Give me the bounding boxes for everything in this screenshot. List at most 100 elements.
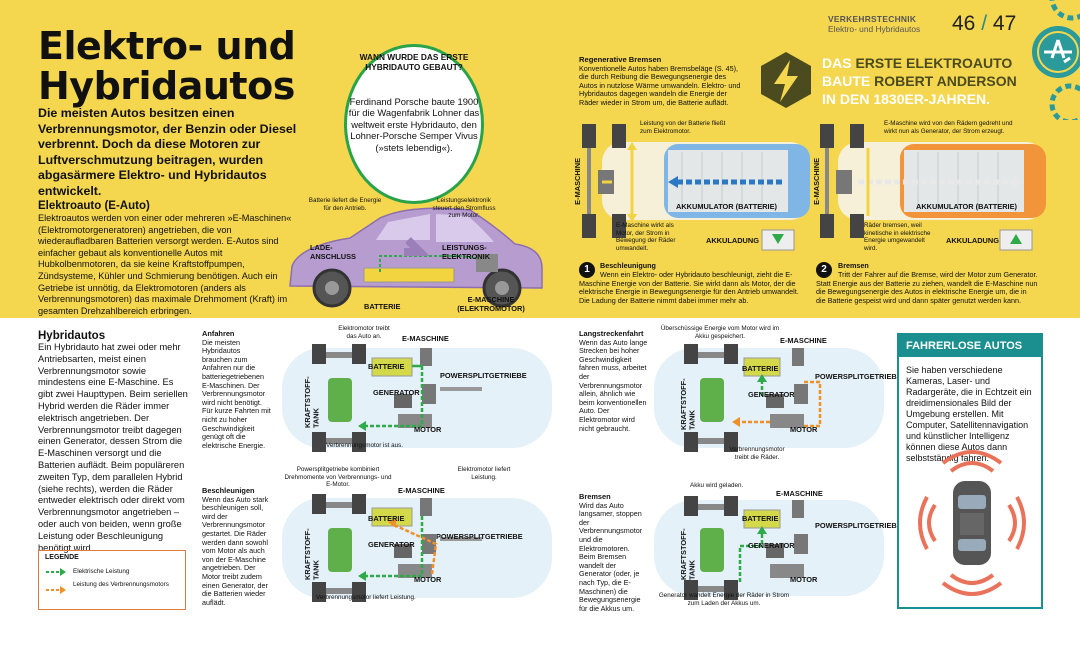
regen-right-note-top: E-Maschine wird von den Rädern gedreht u… [884, 120, 1013, 135]
driverless-box: FAHRERLOSE AUTOS Sie haben verschiedene … [897, 333, 1043, 609]
regen-right-akku-label: AKKUMULATOR (BATTERIE) [916, 202, 1017, 211]
h3-getriebe: POWERSPLITGETRIEBE [815, 372, 902, 381]
regen-diagram-acceleration [582, 124, 810, 251]
mode-bremsen-text: Wird das Auto langsamer, stoppen der Ver… [579, 500, 643, 613]
mode-beschleunigen-note-top2: Elektromotor liefert Leistung. [457, 466, 511, 481]
h4-batterie: BATTERIE [742, 514, 779, 523]
regen-right-emaschine-label: E-MASCHINE [812, 158, 821, 205]
hybrid-diagram-bremsen [654, 496, 884, 600]
regen-heading: Regenerative Bremsen [579, 55, 662, 64]
h4-emaschine: E-MASCHINE [776, 489, 823, 498]
regen-text: Konventionelle Autos haben Bremsbeläge (… [579, 63, 741, 107]
eauto-heading: Elektroauto (E-Auto) [38, 200, 150, 212]
page-left: 46 [952, 12, 976, 35]
mode-bremsen-note-bottom: Generator wandelt Energie der Räder in S… [658, 592, 790, 607]
h2-tank: KRAFTSTOFF-TANK [303, 528, 321, 580]
page-right: 47 [992, 12, 1017, 35]
gear-plane-icon [1030, 0, 1080, 120]
regen-left-akkuladung: AKKULADUNG [706, 236, 759, 245]
regen-diagram-braking [820, 124, 1046, 251]
mode-bremsen: Bremsen Wird das Auto langsamer, stoppen… [579, 492, 645, 613]
h1-emaschine: E-MASCHINE [402, 334, 449, 343]
intro-text: Die meisten Autos besitzen einen Verbren… [38, 106, 297, 198]
h1-getriebe: POWERSPLITGETRIEBE [440, 371, 527, 380]
legend-green-label: Elektrische Leistung [73, 567, 130, 575]
mode-langstrecke-note-top: Überschüssige Energie vom Motor wird im … [660, 325, 780, 340]
running-header: VERKEHRSTECHNIK Elektro- und Hybridautos [828, 14, 926, 34]
h4-tank: KRAFTSTOFF-TANK [679, 528, 697, 580]
legend-orange-arrow-icon [46, 585, 66, 594]
hybrid-heading: Hybridautos [38, 330, 106, 342]
mode-anfahren: Anfahren Die meisten Hybridautos brauche… [202, 329, 272, 450]
mode-anfahren-note-top: Elektromotor treibt das Auto an. [338, 325, 390, 340]
mode-beschleunigen-text: Wenn das Auto stark beschleunigen soll, … [202, 494, 269, 607]
hybrid-text: Ein Hybridauto hat zwei oder mehr Antrie… [38, 342, 188, 553]
step-1-number: 1 [579, 262, 595, 278]
step-2: Bremsen [838, 261, 1028, 271]
driverless-heading: FAHRERLOSE AUTOS [899, 335, 1041, 357]
step-2-title: Bremsen [838, 261, 869, 270]
page-separator: / [981, 12, 988, 35]
h2-emaschine: E-MASCHINE [398, 486, 445, 495]
legend-orange-label: Leistung des Verbrennungsmotors [73, 580, 169, 588]
subsection-label: Elektro- und Hybridautos [828, 24, 921, 34]
h4-getriebe: POWERSPLITGETRIEBE [815, 521, 902, 530]
ecar-note-battery: Batterie liefert die Energie für den Ant… [308, 197, 382, 212]
label-emaschine: E-MASCHINE (ELEKTROMOTOR) [457, 295, 525, 313]
h3-motor: MOTOR [790, 425, 818, 434]
h2-batterie: BATTERIE [368, 514, 405, 523]
mode-langstrecke-text: Wenn das Auto lange Strecken bei hoher G… [579, 337, 648, 433]
h1-generator: GENERATOR [373, 388, 420, 397]
step-1-text: Wenn ein Elektro- oder Hybridauto beschl… [579, 270, 799, 305]
mode-bremsen-title: Bremsen [579, 492, 611, 501]
h2-motor: MOTOR [414, 575, 442, 584]
regen-left-note-top: Leistung von der Batterie fließt zum Ele… [640, 120, 726, 135]
mode-beschleunigen-title: Beschleunigen [202, 486, 255, 495]
ecar-note-electronics: Leistungselektronik steuert den Stromflu… [432, 197, 496, 220]
page-numbers: 46 / 47 [952, 12, 1016, 36]
mode-langstrecke: Langstreckenfahrt Wenn das Auto lange St… [579, 329, 649, 433]
mode-bremsen-note-top: Akku wird geladen. [690, 482, 744, 489]
step-1-title: Beschleunigung [600, 261, 656, 270]
mode-langstrecke-note-bottom: Verbrennungsmotor treibt die Räder. [729, 446, 785, 461]
title-line-2: Hybridautos [38, 64, 295, 108]
mode-beschleunigen: Beschleunigen Wenn das Auto stark beschl… [202, 486, 270, 607]
h3-batterie: BATTERIE [742, 364, 779, 373]
h1-motor: MOTOR [414, 425, 442, 434]
legend: LEGENDE Elektrische Leistung Leistung de… [38, 550, 186, 610]
lightning-icon [761, 52, 811, 108]
label-ladeanschluss: LADE-ANSCHLUSS [310, 243, 356, 261]
hybrid-diagram-langstrecke [654, 344, 884, 452]
h2-getriebe: POWERSPLITGETRIEBE [436, 532, 523, 541]
mode-langstrecke-title: Langstreckenfahrt [579, 329, 644, 338]
h2-generator: GENERATOR [368, 540, 415, 549]
label-leistungselektronik: LEISTUNGS-ELEKTRONIK [442, 243, 491, 261]
ecar-diagram [289, 207, 543, 308]
regen-right-akkuladung: AKKULADUNG [946, 236, 999, 245]
h4-generator: GENERATOR [748, 541, 795, 550]
mode-anfahren-text: Die meisten Hybridautos brauchen zum Anf… [202, 337, 271, 450]
mode-beschleunigen-note-top: Powersplitgetriebe kombiniert Drehmoment… [284, 466, 392, 489]
h3-generator: GENERATOR [748, 390, 795, 399]
question-title: WANN WURDE DAS ERSTE HYBRIDAUTO GEBAUT? [359, 52, 469, 72]
question-circle [344, 44, 484, 204]
h4-motor: MOTOR [790, 575, 818, 584]
mode-anfahren-note-bottom: Verbrennungsmotor ist aus. [326, 442, 404, 449]
eauto-text: Elektroautos werden von einer oder mehre… [38, 213, 292, 316]
step-2-text: Tritt der Fahrer auf die Bremse, wird de… [816, 270, 1038, 305]
legend-title: LEGENDE [45, 554, 79, 561]
regen-left-note-bottom: E-Maschine wirkt als Motor, der Strom in… [616, 222, 676, 252]
legend-green-arrow-icon [46, 567, 66, 576]
page-title: Elektro- und Hybridautos [38, 26, 296, 108]
regen-block: Regenerative Bremsen Konventionelle Auto… [579, 55, 745, 108]
h1-batterie: BATTERIE [368, 362, 405, 371]
hybrid-diagram-anfahren [282, 344, 552, 452]
section-label: VERKEHRSTECHNIK [828, 14, 917, 24]
regen-left-emaschine-label: E-MASCHINE [573, 158, 582, 205]
mode-anfahren-title: Anfahren [202, 329, 235, 338]
regen-right-note-bottom: Räder bremsen, weil kinetische in elektr… [864, 222, 931, 252]
step-2-number: 2 [816, 262, 832, 278]
driverless-car-icon [918, 450, 1026, 596]
h3-tank: KRAFTSTOFF-TANK [679, 378, 697, 430]
h1-tank: KRAFTSTOFF-TANK [303, 376, 321, 428]
